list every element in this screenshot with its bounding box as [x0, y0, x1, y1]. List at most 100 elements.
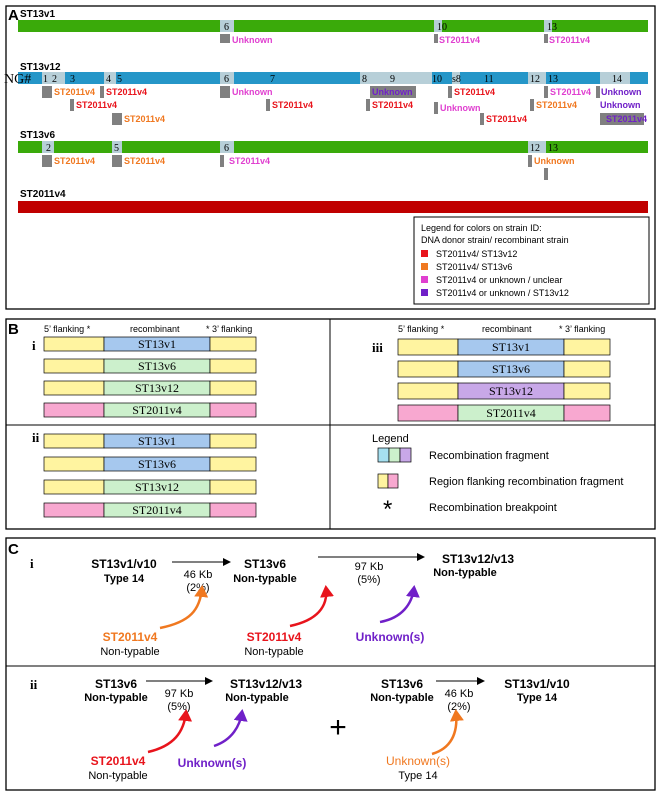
- legend-swatch: [377, 473, 389, 489]
- b-i-row: ST13v1: [43, 336, 257, 352]
- donor-label: Unknown(s): [386, 754, 450, 768]
- track-label-st2011: ST2011v4: [20, 189, 66, 200]
- plus-sign: +: [329, 711, 347, 744]
- annotation: ST2011v4: [549, 35, 590, 45]
- seg-v12-4: [104, 72, 116, 84]
- b-iii-row: ST13v12: [397, 382, 611, 400]
- num-label: 5: [114, 143, 119, 154]
- percent-label: (2%): [447, 701, 470, 713]
- annotation: Unknown: [232, 35, 273, 45]
- legend-swatch-purple: [421, 289, 428, 296]
- legend-item: ST2011v4 or unknown / unclear: [436, 275, 562, 285]
- size-label: 46 Kb: [445, 688, 474, 700]
- seg-v1-10: [434, 20, 442, 32]
- num-label: 6: [224, 74, 229, 85]
- b-ii-row: ST13v12: [43, 479, 257, 495]
- panel-c: C i ii ST13v1/v10 Type 14 46 Kb (2%) ST1…: [5, 537, 656, 791]
- marker-square: [434, 102, 438, 114]
- annotation: Unknown: [534, 156, 575, 166]
- marker-square: [544, 34, 548, 43]
- marker-square: [544, 86, 548, 98]
- num-label: 12: [530, 74, 540, 85]
- fragment-label: ST13v12: [135, 381, 179, 395]
- seg-v6-2: [42, 141, 54, 153]
- donor-label: Unknown(s): [178, 756, 247, 770]
- marker-square: [528, 155, 532, 167]
- num-label: 5: [117, 74, 122, 85]
- annotation: ST2011v4: [372, 100, 413, 110]
- donor-type: Type 14: [398, 770, 437, 782]
- roman-iii: iii: [372, 340, 383, 355]
- num-label: 7: [270, 74, 275, 85]
- flank3-label: * 3’ flanking: [206, 324, 252, 334]
- num-label: 11: [484, 74, 494, 85]
- num-label: 1: [43, 74, 48, 85]
- fragment-label: ST2011v4: [132, 503, 182, 517]
- marker-square: [544, 168, 548, 180]
- marker-square: [480, 113, 484, 125]
- legend-swatch-orange: [421, 263, 428, 270]
- track-v1: [18, 20, 648, 32]
- fragment-label: ST13v12: [135, 480, 179, 494]
- fragment-label: ST13v6: [138, 457, 176, 471]
- percent-label: (5%): [167, 701, 190, 713]
- fragment-label: ST13v1: [492, 340, 530, 354]
- size-label: 97 Kb: [355, 561, 384, 573]
- fragment-label: ST13v1: [138, 434, 176, 448]
- legend-box: [413, 216, 650, 305]
- size-label: 97 Kb: [165, 688, 194, 700]
- legend-swatch-red: [421, 250, 428, 257]
- annotation: ST2011v4: [124, 156, 165, 166]
- strain-type: Type 14: [104, 573, 145, 585]
- marker-square: [220, 155, 224, 167]
- seg-v12-1: [42, 72, 50, 84]
- fragment-label: ST13v1: [138, 337, 176, 351]
- annotation: ST2011v4: [272, 100, 313, 110]
- legend-swatch: [399, 447, 412, 463]
- strain-label: ST13v6: [381, 677, 423, 691]
- b-iii-row: ST13v6: [397, 360, 611, 378]
- size-label: 46 Kb: [184, 569, 213, 581]
- num-label: 4: [106, 74, 111, 85]
- star-symbol: *: [383, 496, 392, 523]
- panel-c-letter: C: [8, 541, 19, 558]
- num-label: 2: [52, 74, 57, 85]
- num-label: 13: [548, 74, 558, 85]
- marker-square: [600, 113, 644, 125]
- seg-v12-8: [360, 72, 372, 84]
- fragment-label: ST2011v4: [132, 403, 182, 417]
- strain-type: Non-typable: [370, 692, 434, 704]
- percent-label: (5%): [357, 574, 380, 586]
- seg-v12-12: [528, 72, 546, 84]
- annotation: Unknown: [232, 87, 273, 97]
- track-label-v12: ST13v12: [20, 62, 61, 73]
- seg-v12-6: [220, 72, 234, 84]
- roman-i: i: [30, 556, 34, 571]
- legend-title: Legend: [372, 433, 409, 445]
- marker-square: [42, 155, 52, 167]
- panel-b-legend: Legend Recombination fragment Region fla…: [372, 433, 623, 523]
- legend-swatch-magenta: [421, 276, 428, 283]
- b-ii-row: ST13v6: [43, 456, 257, 472]
- annotation: ST2011v4: [536, 100, 577, 110]
- num-label: 9: [390, 74, 395, 85]
- marker-square: [434, 34, 438, 43]
- panel-b-letter: B: [8, 321, 19, 338]
- panel-a-legend: Legend for colors on strain ID: DNA dono…: [413, 216, 650, 305]
- donor-arrow: [159, 585, 209, 630]
- strain-type: Non-typable: [225, 692, 289, 704]
- donor-label: ST2011v4: [91, 754, 146, 768]
- annotation: ST2011v4: [54, 156, 95, 166]
- legend-item: ST2011v4 or unknown / ST13v12: [436, 288, 569, 298]
- b-i-row: ST13v12: [43, 380, 257, 396]
- percent-label: (2%): [186, 582, 209, 594]
- recombinant-label: recombinant: [130, 324, 180, 334]
- donor-label: Unknown(s): [356, 630, 425, 644]
- b-iii-row: ST2011v4: [397, 404, 611, 422]
- b-iii-row: ST13v1: [397, 338, 611, 356]
- num-label: 13: [547, 22, 557, 33]
- num-label: 13: [548, 143, 558, 154]
- annotation: ST2011v4: [454, 87, 495, 97]
- track-v6: [18, 141, 648, 153]
